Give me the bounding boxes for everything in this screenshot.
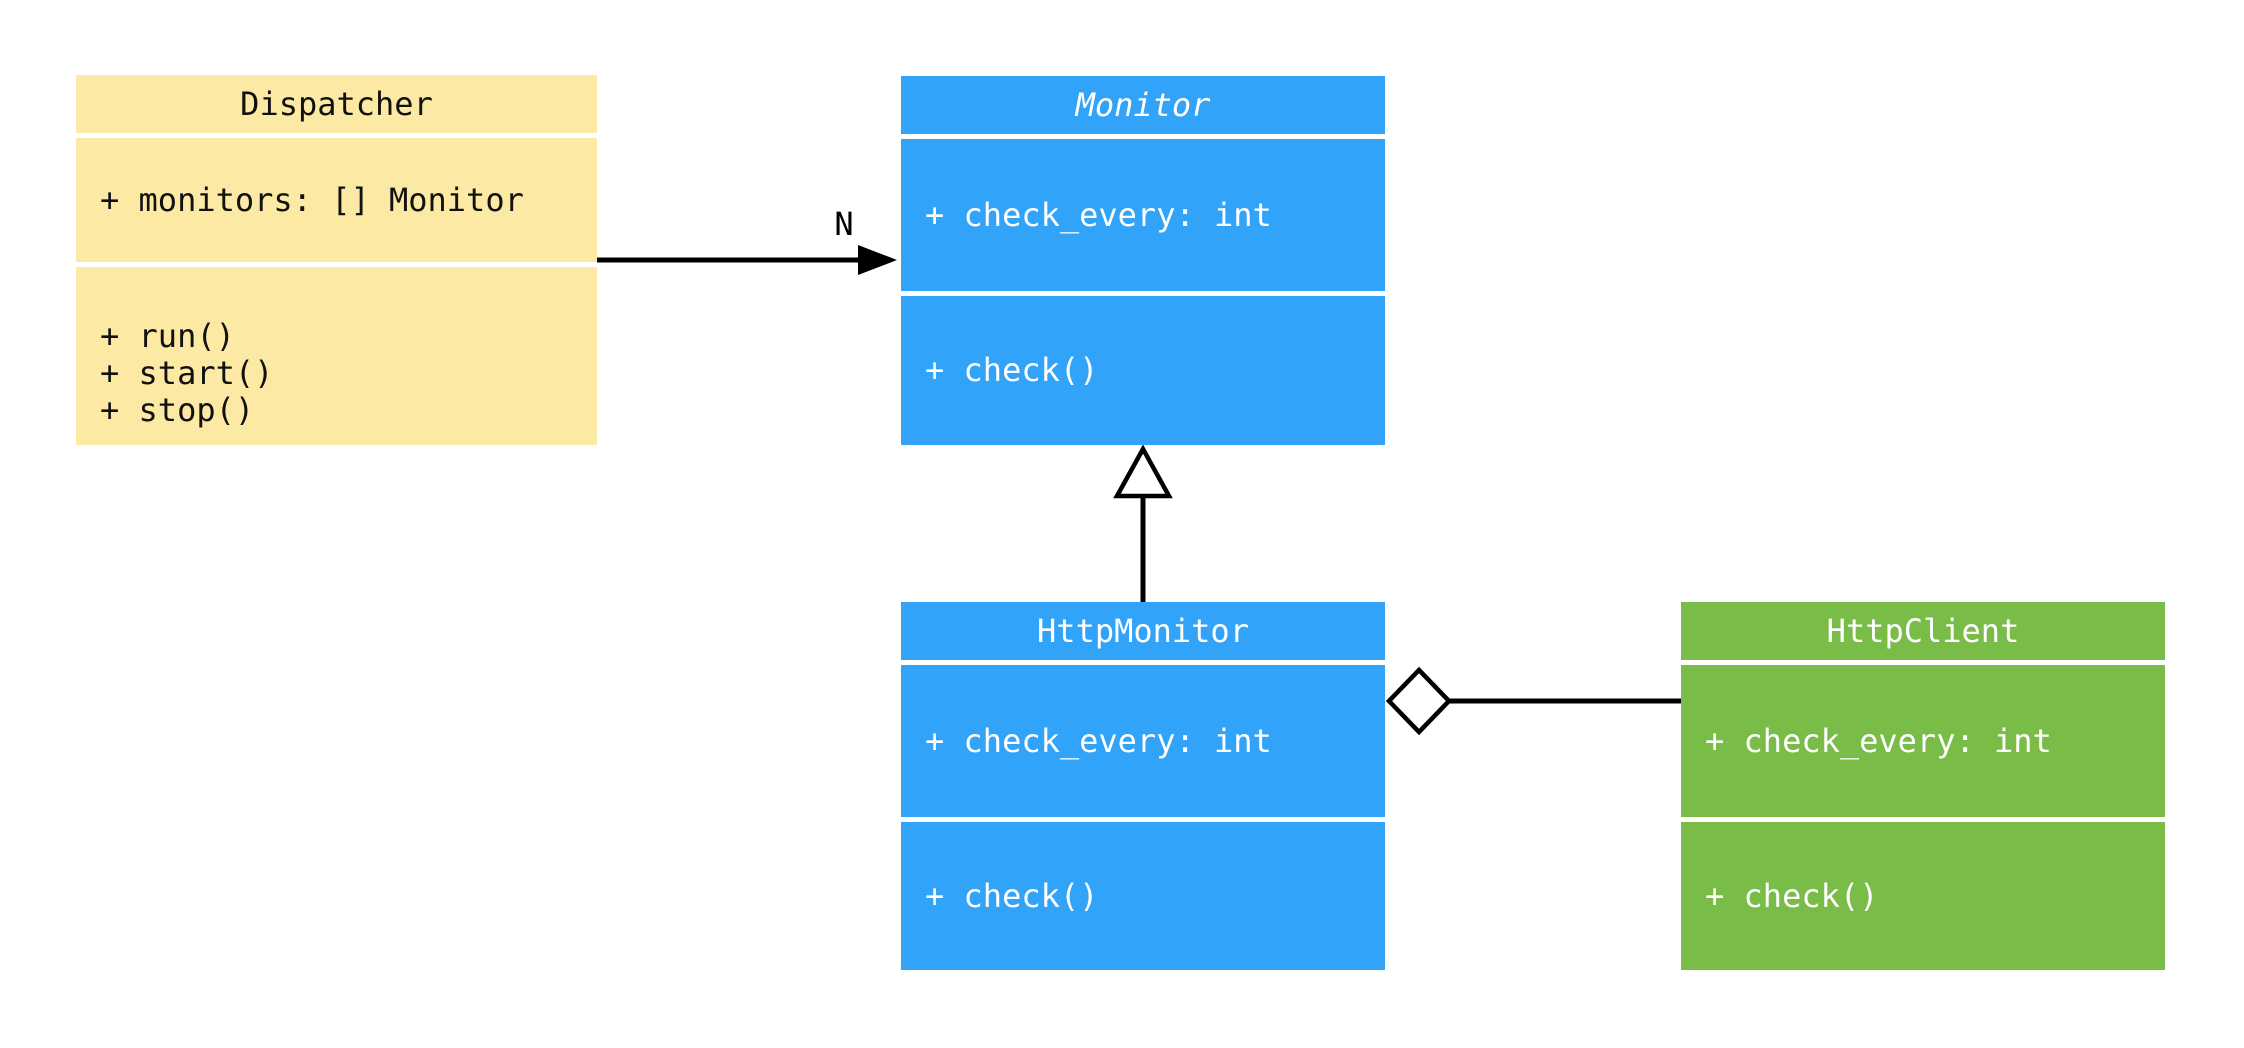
class-attributes-monitor: + check_every: int xyxy=(901,139,1385,291)
aggregation-diamond-icon xyxy=(1385,666,1453,736)
method-line: + start() xyxy=(100,353,274,392)
inheritance-triangle-icon xyxy=(1113,444,1173,499)
method-line: + check() xyxy=(925,876,1099,915)
method-line: + stop() xyxy=(100,390,255,429)
class-title-monitor: Monitor xyxy=(901,76,1385,134)
class-box-dispatcher: Dispatcher + monitors: [] Monitor + run(… xyxy=(76,75,597,445)
class-title-httpmonitor: HttpMonitor xyxy=(901,602,1385,660)
class-box-httpmonitor: HttpMonitor + check_every: int + check() xyxy=(901,602,1385,970)
class-attributes-httpmonitor: + check_every: int xyxy=(901,665,1385,817)
multiplicity-label: N xyxy=(834,205,854,243)
class-attributes-httpclient: + check_every: int xyxy=(1681,665,2165,817)
arrowhead-icon xyxy=(858,245,897,275)
class-methods-dispatcher: + run() + start() + stop() xyxy=(76,267,597,445)
class-attributes-dispatcher: + monitors: [] Monitor xyxy=(76,138,597,262)
method-line: + run() xyxy=(100,316,235,355)
class-methods-httpclient: + check() xyxy=(1681,822,2165,970)
method-lines: + run() + start() + stop() xyxy=(100,316,597,429)
aggregation-httpmonitor-httpclient xyxy=(1385,666,1681,736)
class-methods-httpmonitor: + check() xyxy=(901,822,1385,970)
inheritance-httpmonitor-monitor xyxy=(1113,444,1173,602)
class-methods-monitor: + check() xyxy=(901,296,1385,445)
association-dispatcher-monitor xyxy=(597,245,897,275)
class-title-dispatcher: Dispatcher xyxy=(76,75,597,133)
method-line: + check() xyxy=(1705,876,1879,915)
attribute-line: + check_every: int xyxy=(925,721,1272,760)
attribute-line: + monitors: [] Monitor xyxy=(100,180,524,219)
attribute-line: + check_every: int xyxy=(1705,721,2052,760)
class-box-httpclient: HttpClient + check_every: int + check() xyxy=(1681,602,2165,970)
method-line: + check() xyxy=(925,351,1099,389)
class-box-monitor: Monitor + check_every: int + check() xyxy=(901,76,1385,445)
class-title-httpclient: HttpClient xyxy=(1681,602,2165,660)
attribute-line: + check_every: int xyxy=(925,195,1272,234)
